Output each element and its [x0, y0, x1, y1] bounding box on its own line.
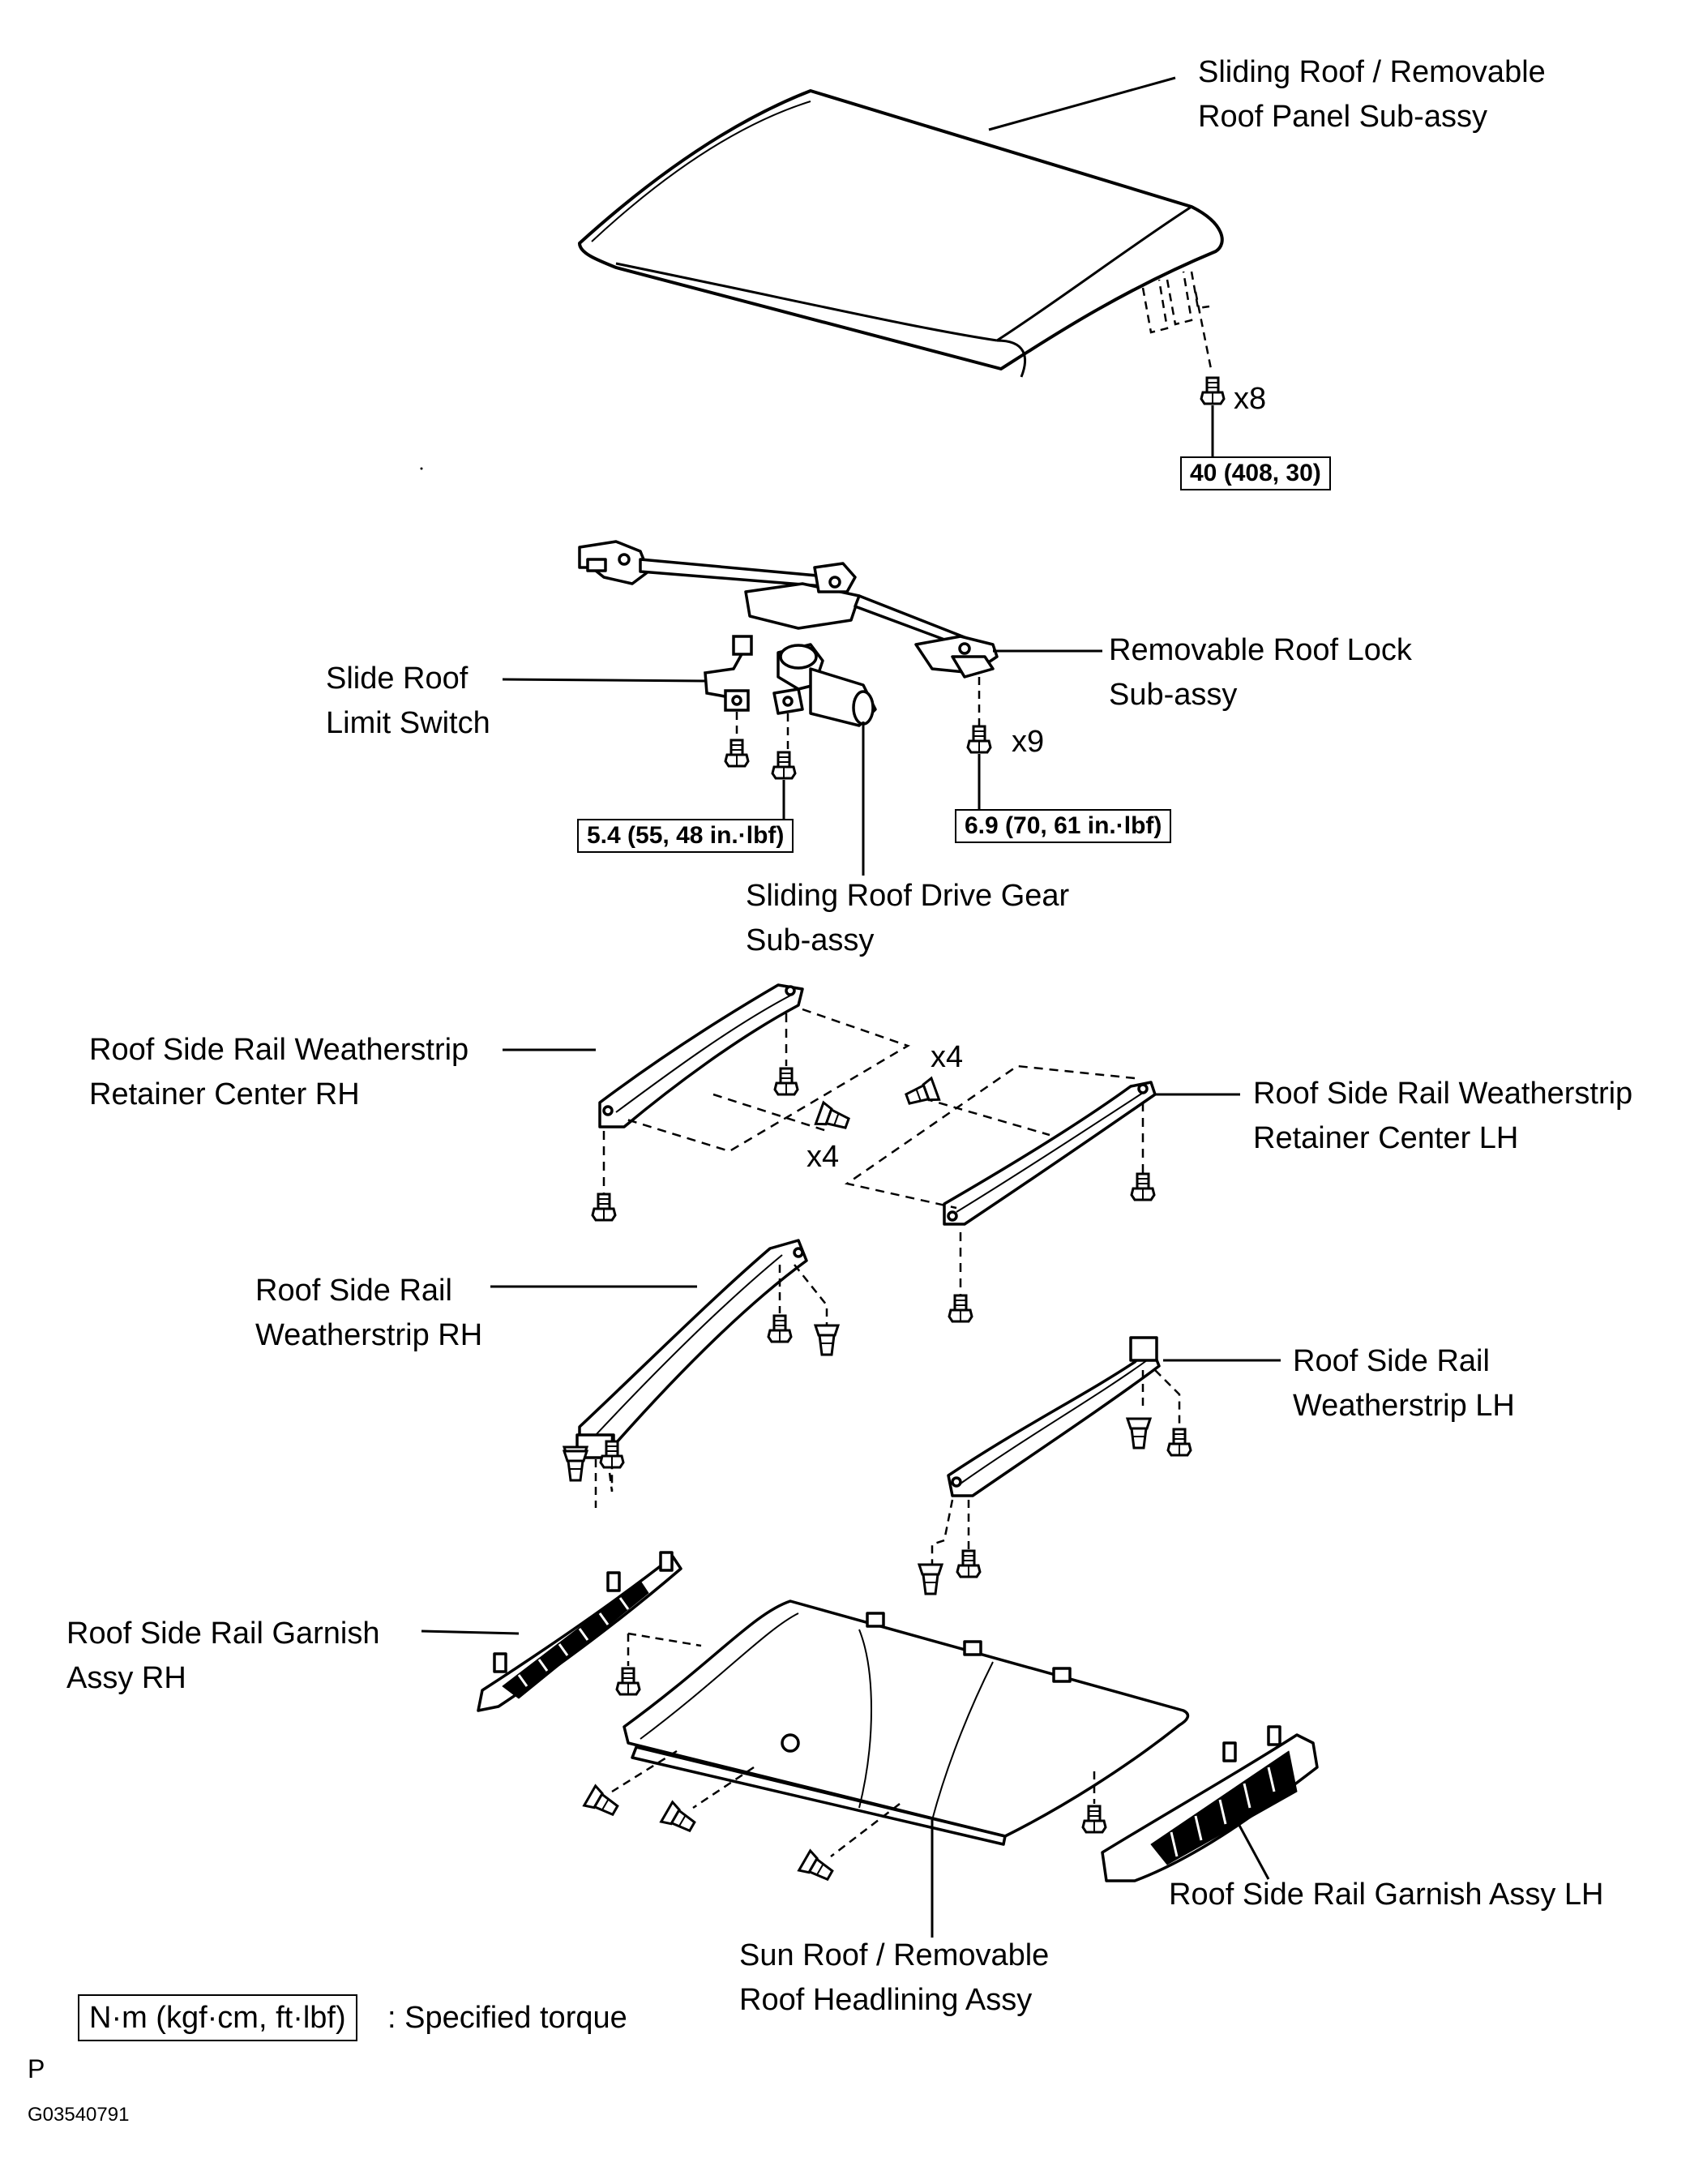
roof-panel-fastener-guides	[1141, 271, 1213, 374]
page-letter: P	[28, 2054, 45, 2083]
garnish-lh-label: Roof Side Rail Garnish Assy LH	[1169, 1873, 1603, 1917]
weatherstrip-lh-label: Roof Side Rail Weatherstrip LH	[1293, 1339, 1515, 1428]
roof-lock-label-line2: Sub-assy	[1109, 678, 1238, 712]
weatherstrip-lh-label-line2: Weatherstrip LH	[1293, 1389, 1515, 1423]
limit-switch-label-line2: Limit Switch	[326, 706, 490, 740]
roof-panel-label-line2: Roof Panel Sub-assy	[1198, 100, 1487, 134]
retainer-rh-label-line1: Roof Side Rail Weatherstrip	[89, 1033, 469, 1067]
scan-speck	[420, 467, 423, 470]
retainer-rh-label: Roof Side Rail Weatherstrip Retainer Cen…	[89, 1028, 468, 1117]
garnish-rh-label: Roof Side Rail Garnish Assy RH	[66, 1612, 380, 1701]
retainer-bolt-icons	[591, 1067, 1156, 1323]
drive-gear-torque-box: 5.4 (55, 48 in.·lbf)	[577, 819, 794, 853]
roof-panel-leader	[988, 76, 1176, 131]
roof-lock-bolt-count: x9	[1012, 725, 1045, 759]
retainer-lh-label-line2: Retainer Center LH	[1253, 1121, 1519, 1155]
retainer-center-lh	[943, 1081, 1157, 1226]
drive-gear-motor	[772, 643, 877, 727]
garnish-rh-leader	[421, 1629, 520, 1635]
retainer-rh-label-line2: Retainer Center RH	[89, 1077, 360, 1111]
roof-lock-linkage	[578, 540, 999, 679]
headlining-label: Sun Roof / Removable Roof Headlining Ass…	[739, 1933, 1049, 2023]
headlining	[623, 1599, 1190, 1846]
garnish-lh-label-line1: Roof Side Rail Garnish Assy LH	[1169, 1878, 1604, 1912]
roof-panel-torque-box: 40 (408, 30)	[1180, 456, 1331, 490]
linkage-fastener-guides	[735, 677, 981, 750]
retainer-center-rh	[598, 983, 804, 1128]
roof-panel-bolt-icon	[1200, 376, 1226, 405]
retainer-rh-screw-count: x4	[806, 1140, 840, 1174]
headlining-fastener-guides	[611, 1632, 1096, 1857]
retainer-lh-screw-count: x4	[931, 1040, 964, 1074]
garnish-rh-label-line1: Roof Side Rail Garnish	[66, 1617, 380, 1651]
weatherstrip-rh-label-line2: Weatherstrip RH	[255, 1318, 483, 1352]
headlining-label-line2: Roof Headlining Assy	[739, 1983, 1033, 2017]
weatherstrip-lh-label-line1: Roof Side Rail	[1293, 1344, 1490, 1378]
drive-gear-label-line2: Sub-assy	[746, 923, 875, 957]
limit-switch-label: Slide Roof Limit Switch	[326, 657, 490, 746]
headlining-label-line1: Sun Roof / Removable	[739, 1938, 1050, 1972]
garnish-rh	[477, 1551, 682, 1712]
retainer-fastener-guides	[602, 1008, 1144, 1297]
retainer-lh-label-line1: Roof Side Rail Weatherstrip	[1253, 1077, 1633, 1111]
roof-lock-label-line1: Removable Roof Lock	[1109, 633, 1412, 667]
drive-gear-label-line1: Sliding Roof Drive Gear	[746, 879, 1070, 913]
roof-panel-label: Sliding Roof / Removable Roof Panel Sub-…	[1198, 50, 1546, 139]
garnish-lh-leader	[1230, 1811, 1270, 1880]
drive-gear-label: Sliding Roof Drive Gear Sub-assy	[746, 874, 1069, 963]
roof-lock-torque-box: 6.9 (70, 61 in.·lbf)	[955, 809, 1172, 843]
weatherstrip-rh	[575, 1239, 808, 1459]
torque-legend-text: : Specified torque	[387, 2001, 627, 2035]
linkage-bolt-icons	[724, 725, 992, 780]
figure-code: G03540791	[28, 2104, 130, 2126]
garnish-rh-label-line2: Assy RH	[66, 1661, 186, 1695]
weatherstrip-rh-label-line1: Roof Side Rail	[255, 1274, 452, 1308]
weatherstrip-rh-label: Roof Side Rail Weatherstrip RH	[255, 1269, 482, 1358]
roof-panel-bolt-count: x8	[1234, 382, 1267, 416]
torque-legend-box: N·m (kgf·cm, ft·lbf)	[78, 1994, 357, 2041]
limit-switch-leader	[502, 678, 706, 683]
limit-switch-label-line1: Slide Roof	[326, 662, 468, 696]
limit-switch	[704, 635, 753, 712]
garnish-lh	[1101, 1725, 1319, 1882]
weatherstrip-lh	[947, 1336, 1161, 1497]
roof-lock-label: Removable Roof Lock Sub-assy	[1109, 628, 1412, 717]
retainer-lh-label: Roof Side Rail Weatherstrip Retainer Cen…	[1253, 1072, 1632, 1161]
roof-panel	[578, 89, 1224, 378]
roof-panel-label-line1: Sliding Roof / Removable	[1198, 55, 1546, 89]
